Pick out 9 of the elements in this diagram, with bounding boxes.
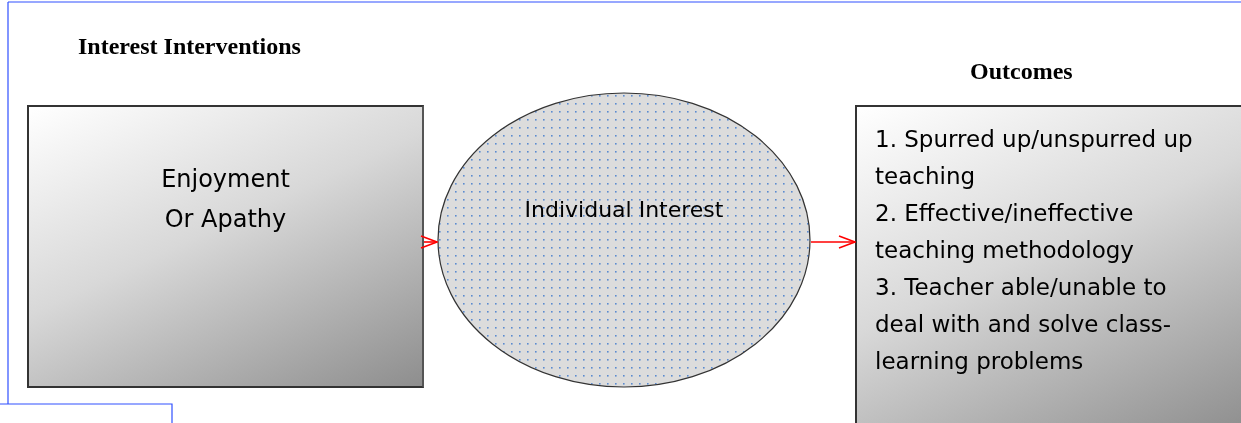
box-text: 1. Spurred up/unspurred up teaching [875, 125, 1194, 191]
arrow [420, 235, 438, 249]
heading: Interest Interventions [78, 33, 301, 60]
box-text: Enjoyment Or Apathy [160, 164, 291, 235]
box-text: 3. Teacher able/unable to deal with and solve class-learning problems [875, 273, 1173, 376]
heading: Outcomes [970, 58, 1073, 85]
box-text: 2. Effective/ineffective teaching methodology [875, 199, 1135, 265]
arrow [810, 235, 856, 249]
ellipse-text: Individual Interest [523, 197, 725, 222]
